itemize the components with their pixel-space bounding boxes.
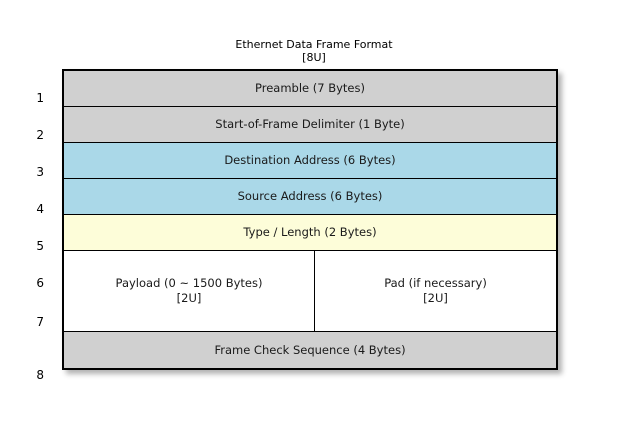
diagram-title: Ethernet Data Frame Format [8U] bbox=[0, 38, 628, 64]
page-title: Ethernet Data Frame Format bbox=[235, 38, 393, 51]
frame-field-payload-row: Payload (0 ~ 1500 Bytes) [2U] Pad (if ne… bbox=[64, 251, 556, 332]
row-number-1: 1 bbox=[36, 91, 44, 105]
frame-field-frame-check-sequence: Frame Check Sequence (4 Bytes) bbox=[64, 332, 556, 368]
ethernet-frame-diagram: Preamble (7 Bytes) Start-of-Frame Delimi… bbox=[62, 69, 558, 370]
row-number-2: 2 bbox=[36, 128, 44, 142]
frame-field-preamble: Preamble (7 Bytes) bbox=[64, 71, 556, 107]
row-number-7: 7 bbox=[36, 315, 44, 329]
row-number-6: 6 bbox=[36, 276, 44, 290]
frame-field-type-length-label: Type / Length (2 Bytes) bbox=[243, 225, 377, 239]
frame-field-sfd: Start-of-Frame Delimiter (1 Byte) bbox=[64, 107, 556, 143]
frame-field-source-address-label: Source Address (6 Bytes) bbox=[237, 189, 383, 203]
row-number-3: 3 bbox=[36, 165, 44, 179]
frame-field-destination-address-label: Destination Address (6 Bytes) bbox=[224, 153, 396, 167]
frame-field-source-address: Source Address (6 Bytes) bbox=[64, 179, 556, 215]
frame-field-payload: Payload (0 ~ 1500 Bytes) [2U] bbox=[64, 251, 315, 331]
frame-field-destination-address: Destination Address (6 Bytes) bbox=[64, 143, 556, 179]
frame-field-frame-check-sequence-label: Frame Check Sequence (4 Bytes) bbox=[214, 342, 406, 357]
row-number-4: 4 bbox=[36, 202, 44, 216]
row-number-5: 5 bbox=[36, 239, 44, 253]
frame-field-preamble-label: Preamble (7 Bytes) bbox=[255, 81, 365, 95]
frame-field-pad: Pad (if necessary) [2U] bbox=[315, 251, 556, 331]
row-number-8: 8 bbox=[36, 368, 44, 382]
frame-field-type-length: Type / Length (2 Bytes) bbox=[64, 215, 556, 251]
frame-field-payload-label: Payload (0 ~ 1500 Bytes) [2U] bbox=[115, 276, 263, 305]
frame-field-sfd-label: Start-of-Frame Delimiter (1 Byte) bbox=[215, 117, 405, 131]
page-title-subscript: [8U] bbox=[302, 51, 326, 64]
frame-field-pad-label: Pad (if necessary) [2U] bbox=[384, 276, 487, 305]
